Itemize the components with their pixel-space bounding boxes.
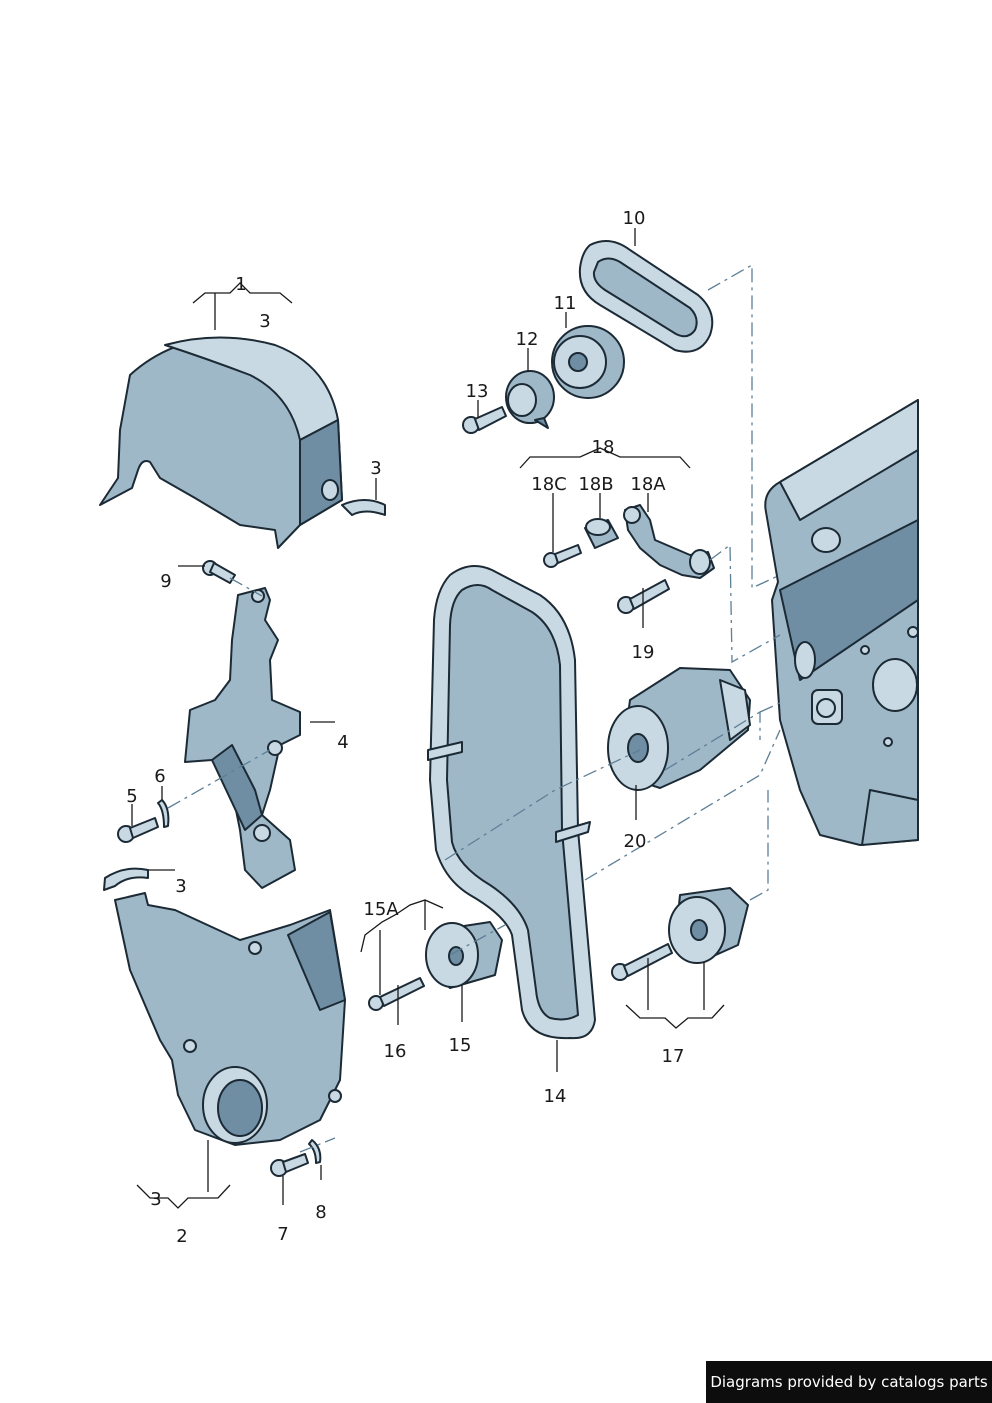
bolt-9 [202,560,236,584]
label-16: 16 [384,1041,407,1062]
label-5: 5 [126,786,137,807]
label-8: 8 [315,1202,326,1223]
bolt-17 [611,943,673,981]
label-18: 18 [592,437,615,458]
camshaft-belt [578,240,714,353]
lower-timing-cover [114,892,346,1146]
label-19: 19 [632,642,655,663]
water-pump [607,667,751,791]
washer-8 [308,1139,322,1164]
timing-belt [427,565,596,1040]
label-1: 1 [235,274,246,295]
label-12: 12 [516,329,539,350]
cover-clip-left [103,867,149,891]
bolt-13 [462,406,507,434]
bolt-7 [270,1153,309,1177]
bolt-19 [617,579,670,614]
bolt-5 [117,817,159,843]
label-18b: 18B [578,474,613,495]
label-17: 17 [662,1046,685,1067]
label-18c: 18C [531,474,566,495]
label-15: 15 [449,1035,472,1056]
label-20: 20 [624,831,647,852]
cover-clip-upper [341,499,386,516]
credit-banner: Diagrams provided by catalogs parts [706,1361,992,1403]
label-3-upper: 3 [259,311,270,332]
label-4: 4 [337,732,348,753]
label-7: 7 [277,1224,288,1245]
bolt-18c [543,544,582,568]
label-18a: 18A [630,474,666,495]
label-2: 2 [176,1226,187,1247]
idler-pulley-17 [668,887,749,964]
middle-cover-plate [184,587,301,889]
label-9: 9 [160,571,171,592]
bolt-16 [368,977,425,1011]
label-3-clip-upper: 3 [370,458,381,479]
label-14: 14 [544,1086,567,1107]
upper-timing-cover [99,336,343,549]
tensioner-roller-12 [505,370,555,429]
label-15a: 15A [363,899,399,920]
label-10: 10 [623,208,646,229]
label-3-clip-left: 3 [175,876,186,897]
bushing-18b [584,518,619,549]
tensioner-arm-18a [623,504,715,579]
callout-labels: 1 3 3 9 4 6 5 3 3 2 7 8 10 11 12 13 18 1… [126,208,684,1247]
label-11: 11 [554,293,577,314]
leader-lines [131,228,725,1209]
label-6: 6 [154,766,165,787]
engine-block [764,399,919,846]
credit-text: Diagrams provided by catalogs parts [710,1373,988,1391]
camshaft-sprocket [551,325,625,399]
tensioner-pulley-15 [425,921,503,989]
alignment-lines [167,263,781,1153]
washer-6 [157,799,170,828]
label-13: 13 [466,381,489,402]
label-3-lower: 3 [150,1189,161,1210]
